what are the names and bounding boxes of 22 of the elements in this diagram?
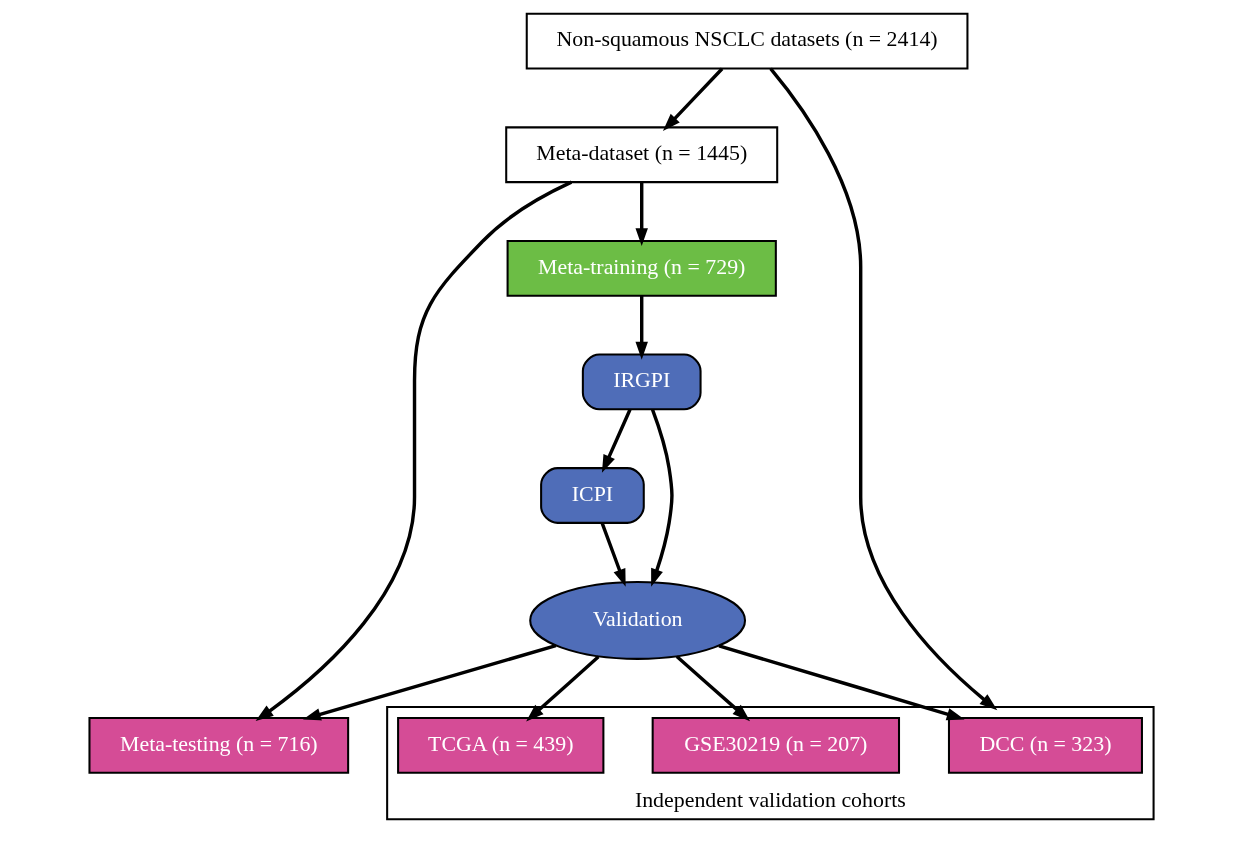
arrow [635,182,648,247]
arrow [650,408,674,587]
node-box: ICPI [540,467,645,524]
node-box: DCC (n = 323) [947,717,1143,774]
node-box: IRGPI [581,353,702,411]
node-ellipse: Validation [529,581,747,660]
node-box: TCGA (n = 439) [397,717,605,774]
node-box: Meta-training (n = 729) [506,239,777,297]
arrow [255,180,573,721]
arrow [526,655,600,722]
arrow [600,522,626,587]
node-box: GSE30219 (n = 207) [651,717,901,774]
arrow [675,655,751,722]
arrow [662,67,724,131]
arrow [635,295,648,360]
node-box: Meta-testing (n = 716) [88,717,350,774]
node-box: Meta-dataset (n = 1445) [505,126,779,184]
arrow [718,644,965,721]
arrow [769,67,998,711]
arrow [601,408,632,473]
arrow [302,644,557,721]
node-box: Non-squamous NSCLC datasets (n = 2414) [525,12,969,70]
